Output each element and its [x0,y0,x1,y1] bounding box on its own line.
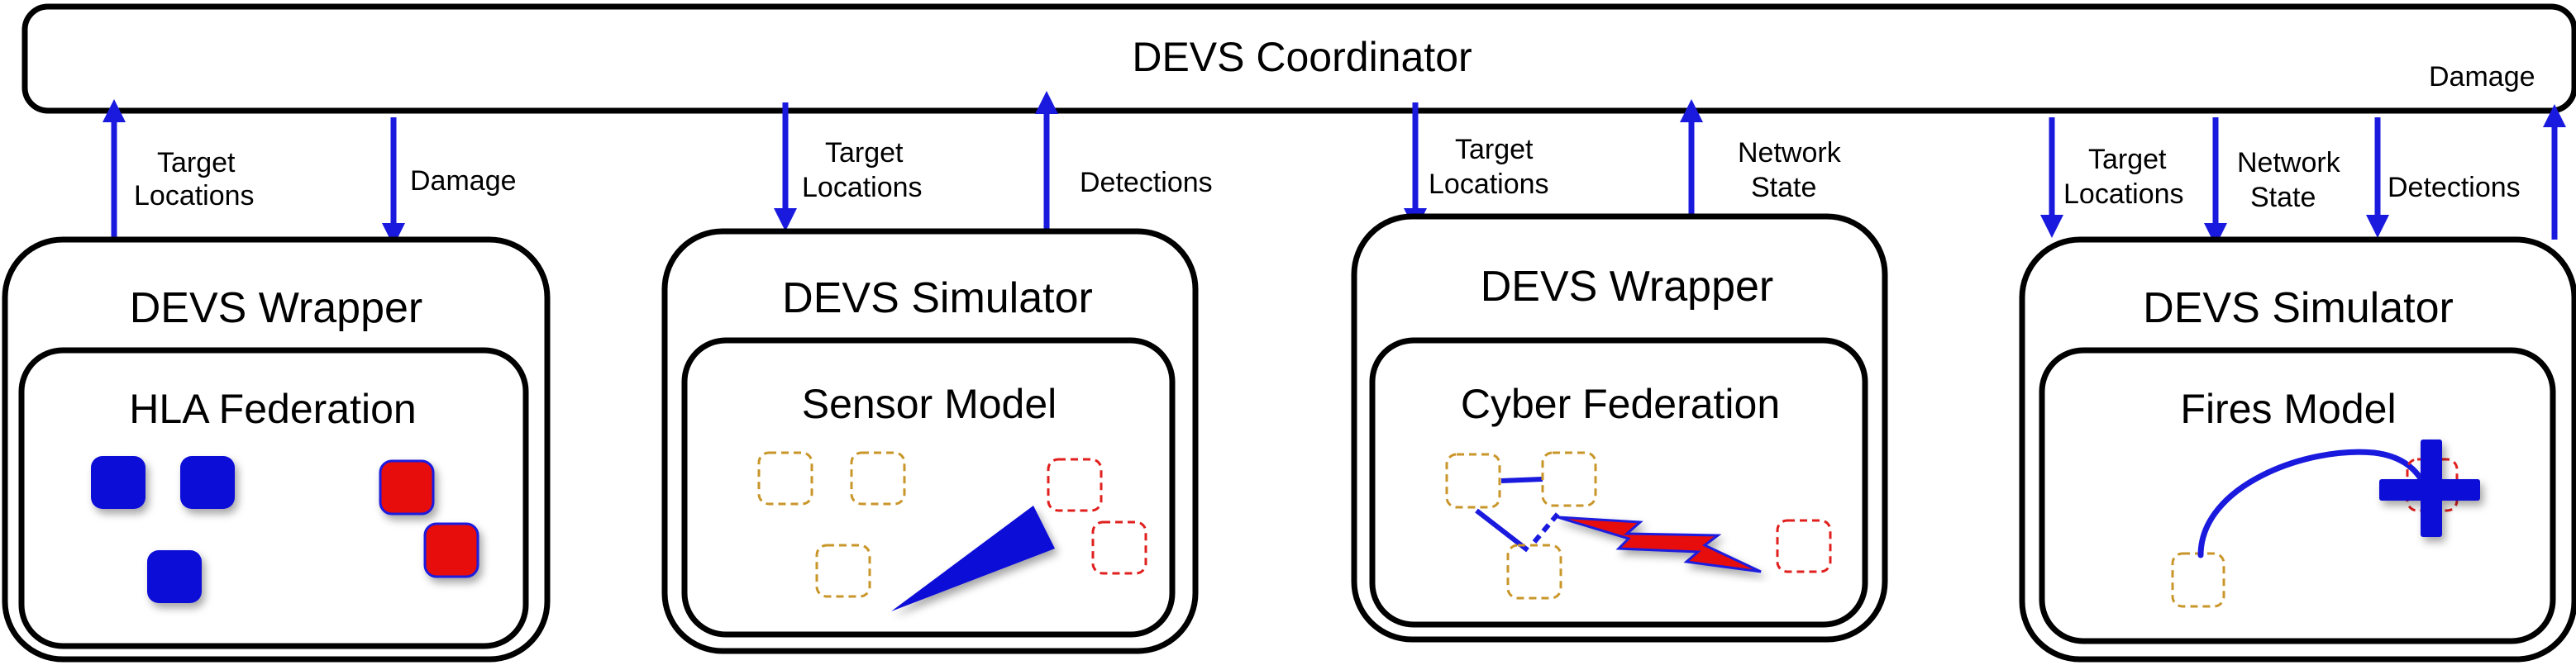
blue-entity [147,550,202,603]
connection-arrows [103,91,2566,246]
label-detections: Detections [2388,172,2521,203]
fire-trajectory [2197,449,2426,558]
cyber-attack [1557,516,1762,573]
label-network-state: Network State [1738,137,1849,203]
connection-labels: Target Locations Damage Target Locations… [134,61,2535,213]
lightning-bolt-icon [1557,516,1762,573]
inner-title: Cyber Federation [1461,381,1780,427]
gold-dashed-target [850,451,906,506]
coordinator-title: DEVS Coordinator [1132,34,1472,80]
label-network-state: Network State [2237,147,2348,213]
devs-coordinator: DEVS Coordinator [21,3,2576,114]
impact-cross-horizontal [2379,479,2480,501]
label-target-locations: Target Locations [134,147,255,211]
inner-title: Fires Model [2180,386,2396,432]
label-target-locations: Target Locations [802,137,923,203]
sensor-cone [891,506,1055,611]
outer-title: DEVS Simulator [782,274,1093,322]
network-link-broken [1532,511,1562,544]
outer-title: DEVS Wrapper [1481,263,1774,311]
red-entities [379,459,479,578]
inner-title: HLA Federation [129,386,416,432]
red-dashed-target [1047,458,1103,512]
module-fires-model: DEVS Simulator Fires Model [2019,236,2576,663]
gold-dashed-target [757,451,813,506]
red-entity [423,522,479,578]
blue-entities [91,456,235,603]
impact-cross-icon [2379,440,2480,537]
red-dashed-node [1776,519,1832,573]
outer-title: DEVS Simulator [2143,284,2454,332]
gold-dashed-node [1445,453,1501,509]
gold-dashed-node [1506,544,1562,600]
label-target-locations: Target Locations [1429,134,1549,200]
network-nodes [1445,451,1832,600]
sensor-cone-icon [891,506,1055,611]
network-link [1475,508,1529,553]
module-cyber-federation: DEVS Wrapper Cyber Federation [1351,213,1888,643]
gold-dashed-node [1541,451,1597,507]
label-damage: Damage [410,165,517,197]
inner-model-box [681,337,1176,638]
blue-entity [180,456,235,509]
network-links [1475,477,1562,553]
red-dashed-target [1091,520,1147,575]
module-sensor-model: DEVS Simulator Sensor Model [661,228,1199,654]
label-target-locations: Target Locations [2063,144,2184,210]
label-detections: Detections [1080,167,1213,198]
blue-entity [91,456,145,509]
inner-federation-box [1369,337,1868,628]
red-entity [379,459,435,516]
dashed-targets [757,451,1147,598]
inner-model-box [2039,347,2556,644]
outer-title: DEVS Wrapper [130,284,423,332]
coordinator-box [21,3,2576,114]
gold-dashed-target [815,544,871,598]
label-damage: Damage [2429,61,2535,93]
module-hla-federation: DEVS Wrapper HLA Federation [2,236,551,663]
inner-title: Sensor Model [802,381,1057,427]
network-link [1500,477,1543,483]
